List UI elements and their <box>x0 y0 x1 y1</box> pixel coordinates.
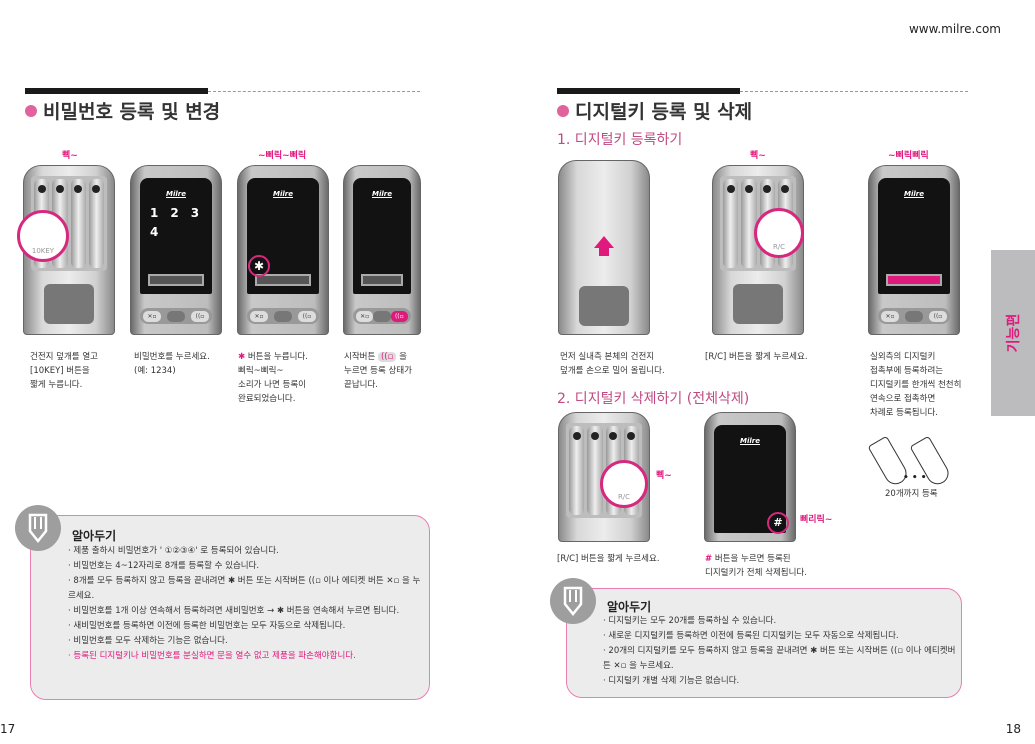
pencil-tip-icon <box>550 578 596 624</box>
brand-logo: Milre <box>740 437 760 445</box>
tip-item: 8개를 모두 등록하지 않고 등록을 끝내려면 ✱ 버튼 또는 시작버튼 ((▫… <box>68 574 423 604</box>
callout-label: 10KEY <box>31 247 55 255</box>
hash-icon: # <box>705 554 713 564</box>
brand-logo: Milre <box>273 190 293 198</box>
key-contact-area <box>886 274 942 286</box>
website-url: www.milre.com <box>908 22 1001 36</box>
sound-label: 삑~ <box>656 471 672 481</box>
tip-title: 알아두기 <box>607 600 652 614</box>
section-title-digitalkey: 디지털키 등록 및 삭제 <box>557 97 752 124</box>
tip-item: 20개의 디지털키를 모두 등록하지 않고 등록을 끝내려면 ✱ 버튼 또는 시… <box>603 644 958 674</box>
brand-logo: Milre <box>904 190 924 198</box>
section-title-text: 비밀번호 등록 및 변경 <box>43 101 221 123</box>
step-caption: 먼저 실내측 본체의 건전지 덮개를 손으로 밀어 올립니다. <box>560 352 665 376</box>
section-rule <box>25 88 208 94</box>
step-caption: 시작버튼 ((▫ 을 누르면 등록 상태가 끝납니다. <box>344 352 412 390</box>
sound-label: 삑~ <box>750 151 766 161</box>
callout-rc: R/C <box>754 208 804 258</box>
tip-list: 제품 출하시 비밀번호가 ' ①②③④' 로 등록되어 있습니다. 비밀번호는 … <box>68 544 423 664</box>
sound-label: 삐리릭~ <box>800 515 833 525</box>
register-limit-note: 20개까지 등록 <box>885 489 938 499</box>
device-keypad: Milre ✕▫((▫ <box>868 165 960 335</box>
tip-list: 디지털키는 모두 20개를 등록하실 수 있습니다. 새로운 디지털키를 등록하… <box>603 614 958 689</box>
callout-10key: 10KEY <box>17 210 69 262</box>
arrow-up-icon <box>594 236 614 248</box>
step-caption: [R/C] 버튼을 짧게 누르세요. <box>557 554 660 564</box>
callout-star-key: ✱ <box>248 255 270 277</box>
ellipsis-dots: • • • <box>903 473 927 483</box>
callout-label: R/C <box>772 243 786 251</box>
step-caption: 비밀번호를 누르세요. (예: 1234) <box>134 352 210 376</box>
switch-panel <box>733 284 783 324</box>
section-title-password: 비밀번호 등록 및 변경 <box>25 97 220 124</box>
side-tab-functions[interactable]: 기능편 <box>991 250 1035 416</box>
bullet-icon <box>25 104 37 117</box>
page-number: 17 <box>0 722 16 736</box>
callout-hash-key: # <box>767 512 789 534</box>
pencil-tip-icon <box>15 505 61 551</box>
step-caption: 건전지 덮개를 열고 [10KEY] 버튼을 짧게 누릅니다. <box>30 352 98 390</box>
touch-screen: Milre <box>878 178 950 294</box>
tip-item: 비밀번호를 모두 삭제하는 기능은 없습니다. <box>68 634 423 649</box>
switch-panel <box>579 286 629 326</box>
switch-panel <box>44 284 94 324</box>
device-button-row: ✕▫((▫ <box>353 308 411 324</box>
side-tab-label: 기능편 <box>1006 313 1022 353</box>
sound-label: 삑~ <box>62 151 78 161</box>
section-rule-dashed <box>208 91 420 92</box>
tip-item: 제품 출하시 비밀번호가 ' ①②③④' 로 등록되어 있습니다. <box>68 544 423 559</box>
device-button-row: ✕▫((▫ <box>140 308 212 324</box>
device-keypad: Milre ✕▫((▫ <box>237 165 329 335</box>
section-title-text: 디지털키 등록 및 삭제 <box>575 101 753 123</box>
subsection-title-delete: 2. 디지털키 삭제하기 (전체삭제) <box>557 391 750 407</box>
tip-item: 새로운 디지털키를 등록하면 이전에 등록된 디지털키는 모두 자동으로 삭제됩… <box>603 629 958 644</box>
device-button-row: ✕▫((▫ <box>247 308 319 324</box>
callout-rc: R/C <box>600 460 648 508</box>
device-keypad: Milre ✕▫((▫ <box>343 165 421 335</box>
page-number: 18 <box>1005 722 1021 736</box>
tip-item: 디지털키는 모두 20개를 등록하실 수 있습니다. <box>603 614 958 629</box>
section-rule-dashed <box>740 91 968 92</box>
step-caption: ✱ 버튼을 누릅니다. 삐릭~삐릭~ 소리가 나면 등록이 완료되었습니다. <box>238 352 308 404</box>
step-caption: [R/C] 버튼을 짧게 누르세요. <box>705 352 808 362</box>
tip-item-warning: 등록된 디지털키나 비밀번호를 분실하면 문을 열수 없고 제품을 파손해야합니… <box>68 649 423 664</box>
tip-item: 비밀번호를 1개 이상 연속해서 등록하려면 새비밀번호 → ✱ 버튼을 연속해… <box>68 604 423 619</box>
tip-item: 비밀번호는 4~12자리로 8개를 등록할 수 있습니다. <box>68 559 423 574</box>
callout-label: R/C <box>617 493 631 501</box>
device-cover-closed <box>558 160 650 335</box>
step-caption: 실외측의 디지털키 접촉부에 등록하려는 디지털키를 한개씩 천천히 연속으로 … <box>870 352 962 418</box>
touch-screen: Milre <box>353 178 411 294</box>
subsection-title-register: 1. 디지털키 등록하기 <box>557 132 683 148</box>
step-caption: # 버튼을 누르면 등록된 디지털키가 전체 삭제됩니다. <box>705 554 807 578</box>
star-icon: ✱ <box>238 352 246 362</box>
device-button-row: ✕▫((▫ <box>878 308 950 324</box>
tip-item: 디지털키 개별 삭제 기능은 없습니다. <box>603 674 958 689</box>
tip-title: 알아두기 <box>72 529 117 543</box>
sound-label: ~삐릭삐릭 <box>888 151 929 161</box>
sound-label: ~삐릭~삐릭 <box>258 151 307 161</box>
brand-logo: Milre <box>372 190 392 198</box>
tip-item: 새비밀번호를 등록하면 이전에 등록한 비밀번호는 모두 자동으로 삭제됩니다. <box>68 619 423 634</box>
brand-logo: Milre <box>166 190 186 198</box>
start-button-icon: ((▫ <box>377 352 397 362</box>
section-rule <box>557 88 740 94</box>
bullet-icon <box>557 104 569 117</box>
keypad-digit: 4 <box>150 225 159 239</box>
